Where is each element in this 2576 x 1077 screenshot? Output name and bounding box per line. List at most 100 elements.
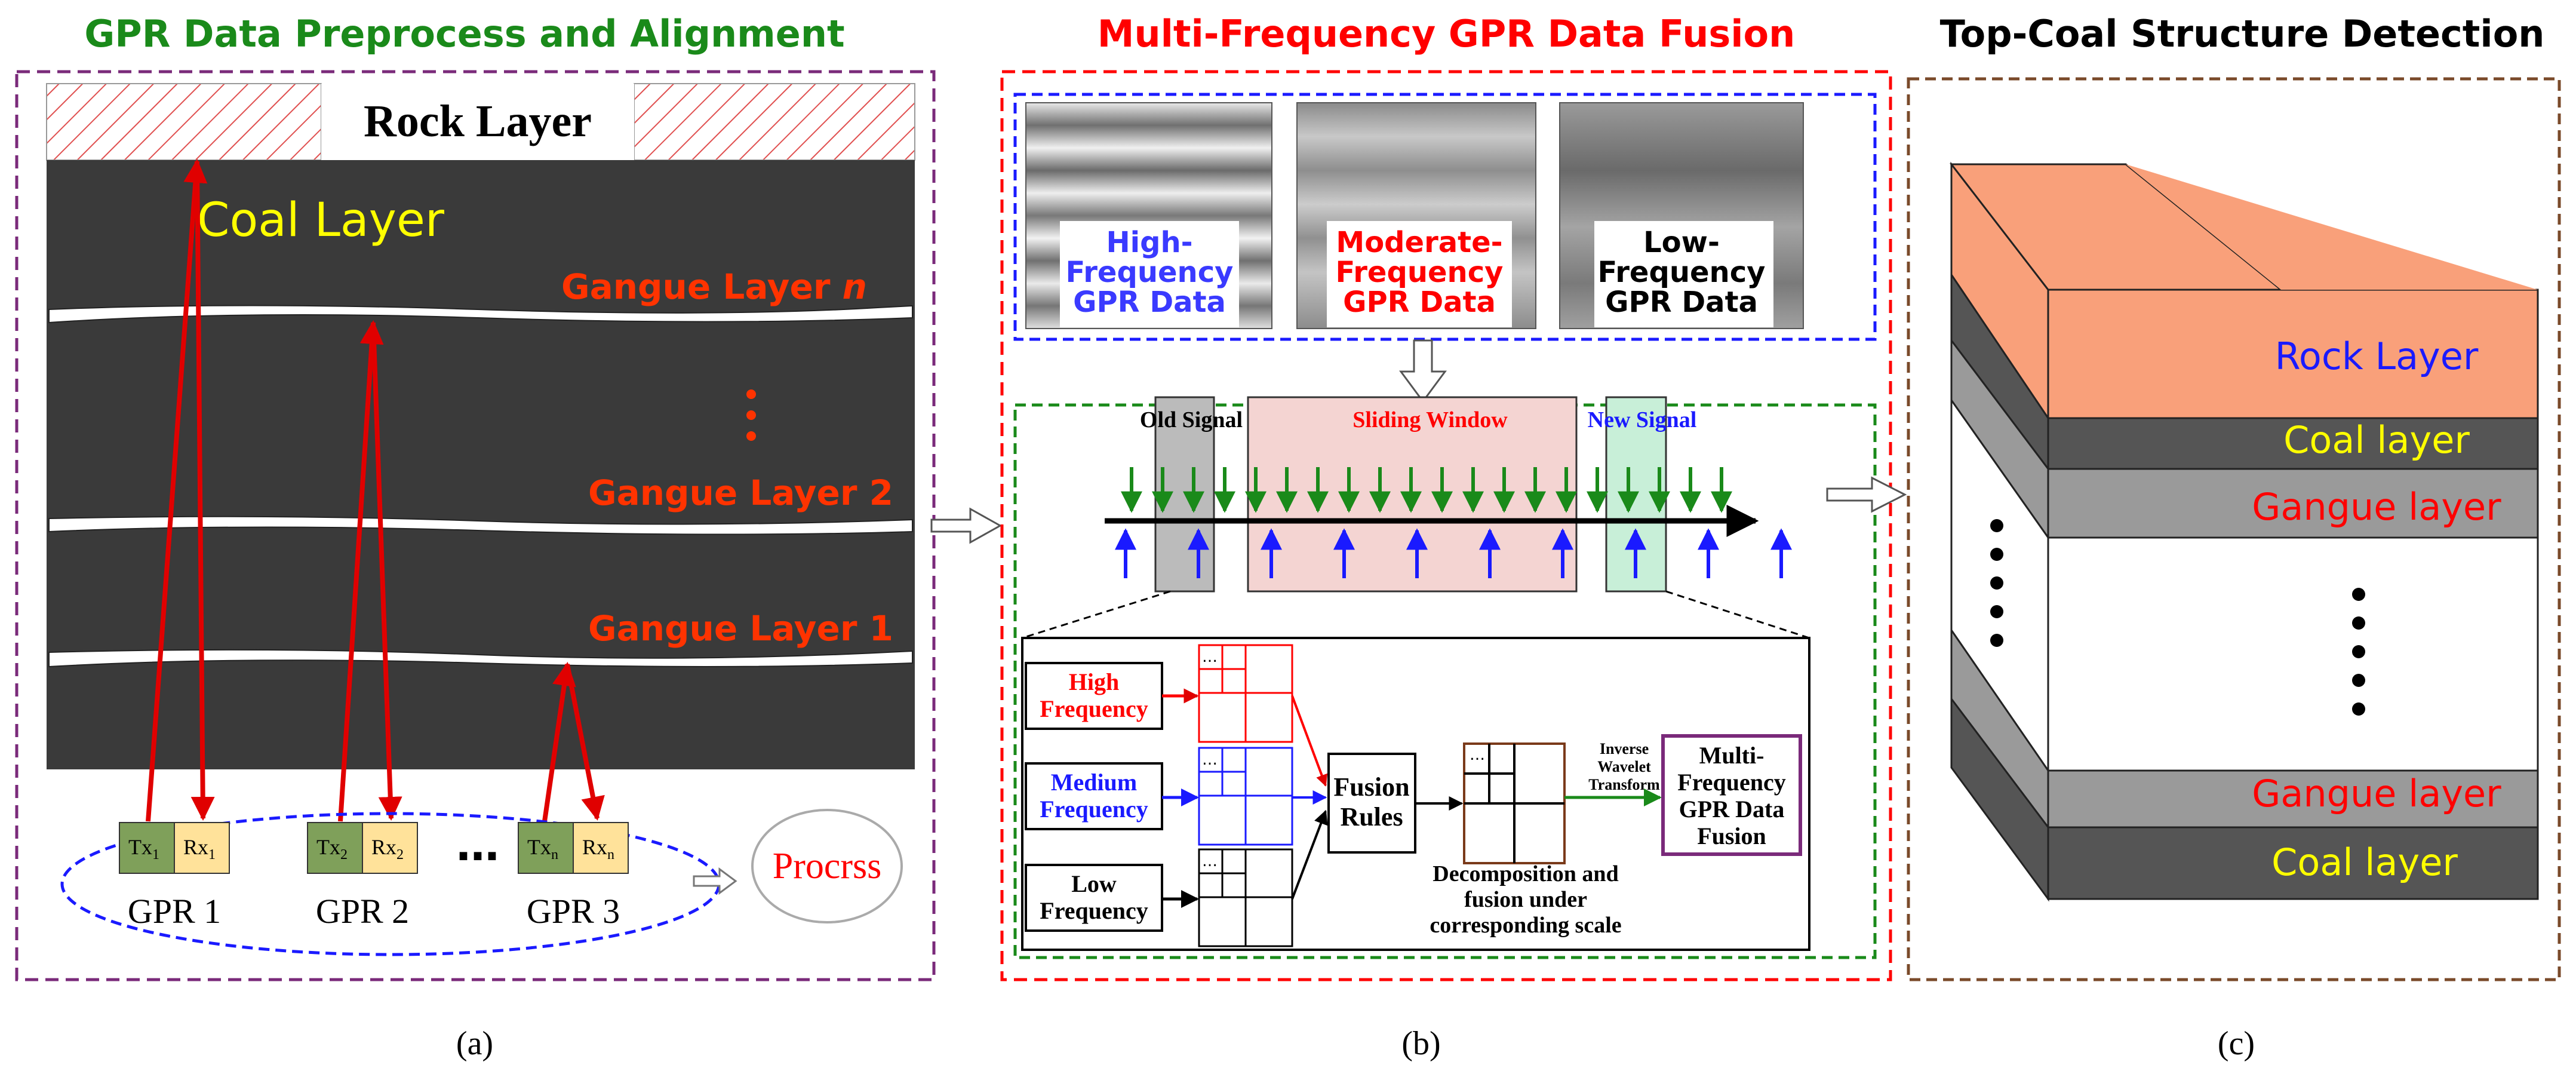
- medium-grid-dots: …: [1202, 751, 1218, 769]
- svg-text:Frequency: Frequency: [1040, 897, 1148, 924]
- high-to-fusion-arrow: [1291, 695, 1328, 787]
- arrow-a-to-b: [930, 507, 1003, 544]
- decomposition-label-2: fusion under: [1464, 887, 1587, 912]
- gangue-layer-bottom-label: Gangue layer: [2252, 772, 2501, 815]
- caption-a: (a): [456, 1025, 493, 1062]
- wave-paths: [146, 159, 605, 822]
- high-grid-dots: …: [1202, 648, 1218, 666]
- svg-text:Multi-: Multi-: [1699, 742, 1765, 769]
- coal-layer-top-label: Coal layer: [2283, 418, 2470, 462]
- panel-b: Multi-Frequency GPR Data Fusion High- Fr…: [1000, 12, 1892, 1062]
- svg-text:Tx1: Tx1: [128, 835, 159, 863]
- process-label: Procrss: [773, 846, 882, 886]
- svg-text:Low: Low: [1071, 870, 1117, 897]
- svg-text:Frequency: Frequency: [1066, 256, 1234, 289]
- rock-layer-c-label: Rock Layer: [2275, 335, 2479, 378]
- down-hollow-arrow: [1399, 339, 1447, 403]
- inverse-wavelet-label-2: Wavelet: [1597, 758, 1651, 775]
- high-frequency-image: High- Frequency GPR Data: [1025, 102, 1272, 329]
- arrow-b-to-c: [1826, 476, 1907, 513]
- svg-text:High-: High-: [1106, 226, 1192, 259]
- low-frequency-input-box: Low Frequency: [1025, 864, 1163, 932]
- svg-text:High: High: [1069, 668, 1119, 695]
- svg-text:Txn: Txn: [527, 835, 558, 863]
- vertical-dots: [746, 389, 756, 441]
- gpr-1-label: GPR 1: [128, 892, 221, 931]
- gangue-layer-top-label: Gangue layer: [2252, 485, 2501, 529]
- caption-b: (b): [1401, 1025, 1440, 1062]
- inverse-wavelet-label-3: Transform: [1588, 776, 1660, 793]
- svg-text:Frequency: Frequency: [1040, 695, 1148, 722]
- medium-frequency-input-box: Medium Frequency: [1025, 762, 1163, 830]
- svg-text:Low-: Low-: [1643, 226, 1720, 259]
- gangue-layer-2-label: Gangue Layer 2: [588, 472, 893, 513]
- rock-hatch-right: [634, 83, 915, 161]
- low-frequency-image: Low- Frequency GPR Data: [1559, 102, 1804, 329]
- decomposition-label-3: corresponding scale: [1430, 913, 1621, 938]
- front-dots: [2352, 588, 2365, 716]
- zoom-line-left: [1022, 590, 1171, 639]
- rock-hatch-left: [46, 83, 322, 161]
- svg-text:Medium: Medium: [1051, 769, 1137, 796]
- signal-arrows: [1115, 467, 1792, 578]
- panel-c: Top-Coal Structure Detection Rock Layer: [1907, 12, 2561, 1062]
- gpr-2-label: GPR 2: [316, 892, 409, 931]
- svg-text:GPR Data: GPR Data: [1605, 286, 1758, 319]
- fused-wavelet-grid: [1463, 742, 1566, 864]
- gangue-seam-n: [48, 305, 913, 324]
- fusion-process-group: [1013, 403, 1877, 959]
- multi-frequency-fusion-box: Multi- Frequency GPR Data Fusion: [1661, 734, 1802, 856]
- svg-text:GPR Data: GPR Data: [1679, 796, 1785, 823]
- gangue-layer-n-label: Gangue Layer n: [561, 266, 867, 307]
- coal-layer-label: Coal Layer: [197, 194, 445, 247]
- svg-text:Tx2: Tx2: [316, 835, 348, 863]
- coal-layer-bottom-label: Coal layer: [2271, 840, 2458, 884]
- old-signal-label: Old Signal: [1140, 407, 1243, 432]
- svg-text:Frequency: Frequency: [1336, 256, 1504, 289]
- fusion-rules-box: Fusion Rules: [1327, 753, 1416, 854]
- svg-text:GPR Data: GPR Data: [1073, 286, 1226, 319]
- gangue-layer-1-label: Gangue Layer 1: [588, 608, 893, 649]
- panel-c-title: Top-Coal Structure Detection: [1940, 12, 2545, 56]
- zoom-line-right: [1665, 590, 1810, 639]
- svg-text:GPR Data: GPR Data: [1343, 286, 1496, 319]
- svg-text:Frequency: Frequency: [1598, 256, 1766, 289]
- svg-text:Rx2: Rx2: [371, 835, 404, 863]
- svg-text:Rxn: Rxn: [582, 835, 614, 863]
- panel-a-title: GPR Data Preprocess and Alignment: [84, 12, 844, 56]
- new-signal-label: New Signal: [1588, 407, 1697, 432]
- side-dots: [1990, 519, 2003, 647]
- decomposition-label-1: Decomposition and: [1433, 861, 1618, 886]
- panel-b-title: Multi-Frequency GPR Data Fusion: [1098, 12, 1796, 56]
- gangue-seam-2: [48, 516, 913, 535]
- moderate-frequency-image: Moderate- Frequency GPR Data: [1296, 102, 1536, 329]
- svg-text:Rx1: Rx1: [183, 835, 216, 863]
- svg-text:Frequency: Frequency: [1040, 796, 1148, 823]
- low-to-fusion-arrow: [1291, 809, 1328, 900]
- svg-text:Fusion: Fusion: [1333, 772, 1409, 802]
- panel-a: GPR Data Preprocess and Alignment Rock L…: [15, 12, 936, 1062]
- block-side: [1950, 161, 2049, 902]
- high-wavelet-grid: [1198, 644, 1293, 743]
- svg-text:Frequency: Frequency: [1677, 769, 1785, 796]
- antenna-ellipsis: …: [456, 820, 499, 870]
- sliding-window-label: Sliding Window: [1352, 407, 1508, 432]
- low-grid-dots: …: [1202, 852, 1218, 870]
- rock-layer-label: Rock Layer: [364, 96, 592, 146]
- fused-grid-dots: …: [1470, 746, 1485, 764]
- svg-text:Fusion: Fusion: [1697, 823, 1766, 849]
- process-hollow-arrow: [693, 867, 737, 895]
- medium-wavelet-grid: [1198, 747, 1293, 846]
- rock-layer-label-box: [321, 84, 634, 160]
- caption-c: (c): [2218, 1025, 2255, 1062]
- high-frequency-input-box: High Frequency: [1025, 662, 1163, 730]
- gpr-3-antenna: Txn Rxn: [518, 822, 629, 874]
- gpr-1-antenna: Tx1 Rx1: [119, 822, 230, 874]
- panel-c-frame: [1907, 77, 2561, 981]
- process-ellipse: [751, 809, 903, 923]
- svg-text:Moderate-: Moderate-: [1336, 226, 1502, 259]
- gangue-seam-1: [48, 649, 913, 668]
- block-top-right: [2126, 164, 2538, 290]
- svg-text:Rules: Rules: [1340, 802, 1403, 831]
